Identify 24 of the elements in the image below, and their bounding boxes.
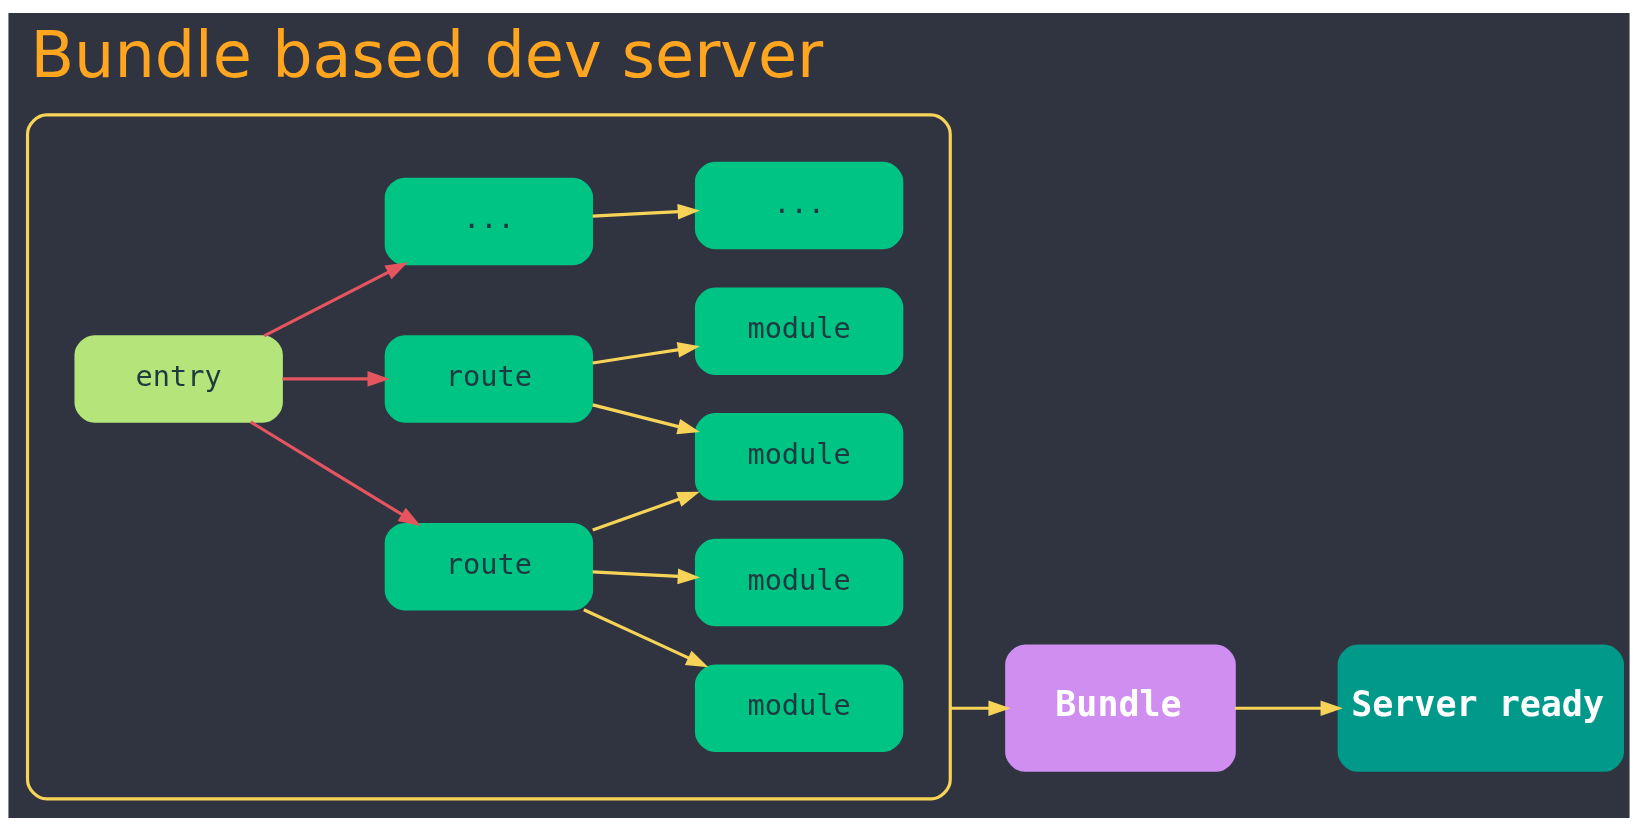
arrow [592, 203, 700, 219]
node-box: entry [74, 334, 283, 423]
arrow [583, 607, 709, 667]
node-box: Bundle [1005, 644, 1236, 772]
cluster [25, 112, 952, 800]
node-box: module [694, 412, 904, 501]
node-box: route [384, 334, 594, 423]
arrow [592, 402, 700, 434]
arrow [1235, 699, 1343, 716]
arrow [592, 341, 700, 365]
node-box: module [694, 663, 904, 752]
arrow [282, 370, 390, 387]
arrow [263, 261, 408, 337]
node-box: route [384, 522, 594, 610]
node-box: module [694, 538, 904, 626]
arrow [249, 420, 421, 526]
arrow [592, 568, 700, 584]
arrow [592, 491, 700, 532]
diagram-title: Bundle based dev server [30, 17, 824, 92]
node-box: module [694, 286, 904, 375]
node-box: Server ready [1337, 644, 1624, 772]
node-box: ... [694, 161, 904, 249]
node-box: ... [384, 177, 594, 265]
arrow [950, 699, 1011, 716]
